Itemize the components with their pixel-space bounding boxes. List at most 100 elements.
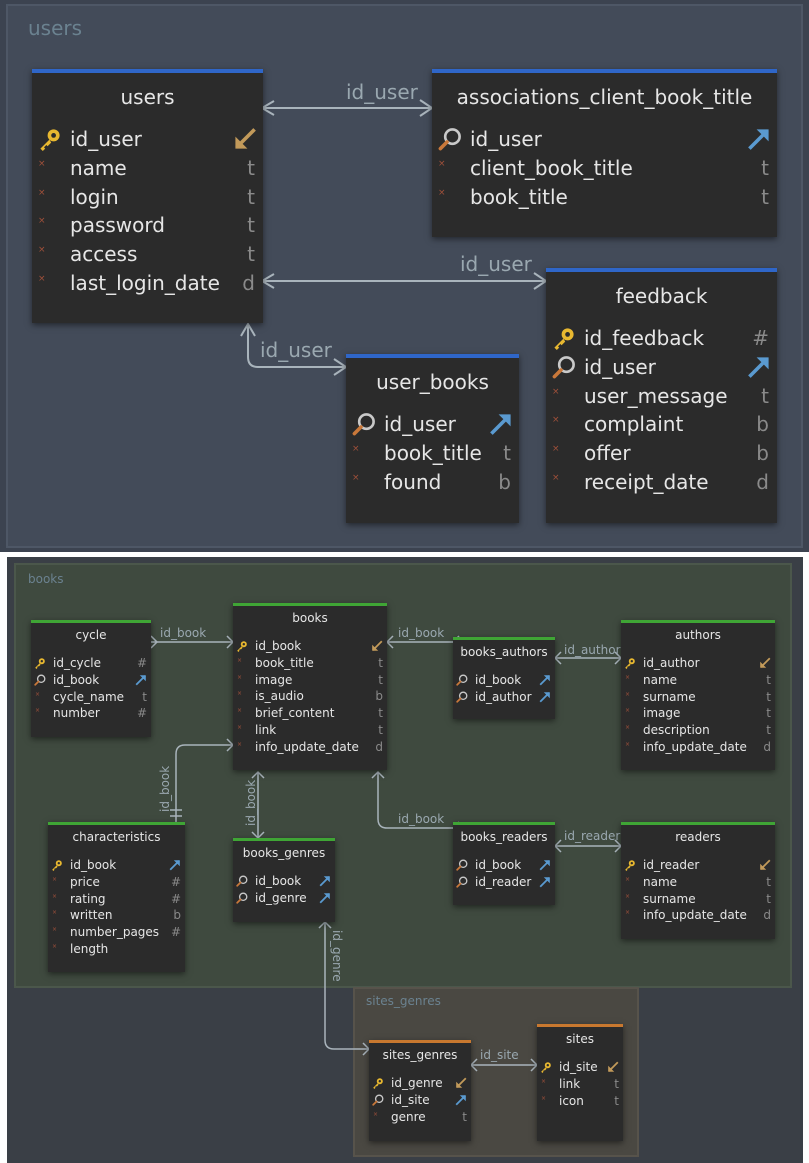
column-row[interactable]: id_feedback# bbox=[546, 324, 777, 353]
column-row[interactable]: id_book bbox=[453, 857, 555, 874]
column-row[interactable]: ×number_pages# bbox=[48, 924, 185, 941]
not-null-marker-icon: × bbox=[52, 943, 58, 950]
column-row[interactable]: id_user bbox=[346, 410, 519, 439]
foreign-key-icon bbox=[456, 859, 468, 872]
column-row[interactable]: id_genre bbox=[233, 890, 335, 907]
table-title: books_authors bbox=[460, 645, 548, 659]
column-row[interactable]: id_site bbox=[537, 1059, 623, 1076]
column-type: t bbox=[761, 155, 769, 180]
column-row[interactable]: id_book bbox=[31, 672, 151, 689]
column-row[interactable]: id_genre bbox=[369, 1075, 471, 1092]
edge-label-cycle-books: id_book bbox=[160, 626, 207, 640]
column-type: t bbox=[766, 874, 771, 889]
not-null-marker-icon: × bbox=[625, 690, 631, 698]
primary-key-icon bbox=[51, 859, 63, 872]
column-type: d bbox=[242, 271, 255, 295]
foreign-key-icon bbox=[372, 1094, 384, 1106]
edge-label-feedback-users: id_user bbox=[460, 252, 532, 276]
column-row[interactable]: ×number# bbox=[31, 705, 151, 722]
column-row[interactable]: id_user bbox=[32, 125, 263, 154]
column-name: description bbox=[643, 723, 710, 738]
column-row[interactable]: id_book bbox=[453, 672, 555, 689]
column-name: book_title bbox=[470, 184, 568, 209]
foreign-key-reference-icon bbox=[135, 674, 147, 686]
column-row[interactable]: id_user bbox=[432, 125, 777, 154]
column-row[interactable]: id_book bbox=[233, 873, 335, 890]
column-row[interactable]: ×length bbox=[48, 941, 185, 958]
column-row[interactable]: id_book bbox=[48, 857, 185, 874]
column-row[interactable]: id_cycle# bbox=[31, 655, 151, 672]
column-type: # bbox=[752, 326, 769, 350]
not-null-marker-icon: × bbox=[552, 473, 560, 483]
column-type: t bbox=[761, 184, 769, 209]
column-row[interactable]: ×price# bbox=[48, 874, 185, 891]
column-row[interactable]: id_author bbox=[621, 655, 775, 672]
column-row[interactable]: id_user bbox=[546, 353, 777, 382]
column-row[interactable]: ×rating# bbox=[48, 891, 185, 908]
column-row[interactable]: id_reader bbox=[621, 857, 775, 874]
column-type: # bbox=[170, 925, 181, 940]
column-row[interactable]: id_site bbox=[369, 1092, 471, 1109]
not-null-marker-icon: × bbox=[38, 158, 46, 169]
not-null-marker-icon: × bbox=[237, 740, 243, 748]
primary-key-reference-icon bbox=[371, 640, 383, 652]
column-row[interactable]: id_book bbox=[233, 638, 387, 655]
column-row[interactable]: id_author bbox=[453, 689, 555, 706]
not-null-marker-icon: × bbox=[35, 690, 41, 698]
column-type: t bbox=[766, 689, 771, 704]
column-type: t bbox=[378, 723, 383, 737]
table-title: characteristics bbox=[72, 830, 161, 844]
column-type: t bbox=[766, 723, 771, 738]
column-type: # bbox=[136, 656, 147, 670]
table-title: sites bbox=[566, 1032, 594, 1046]
edge-label-booksreaders-readers: id_reader bbox=[564, 829, 621, 843]
column-row[interactable]: id_reader bbox=[453, 874, 555, 891]
table-characteristics[interactable]: characteristics id_book×price#×rating#×wr… bbox=[48, 822, 185, 972]
